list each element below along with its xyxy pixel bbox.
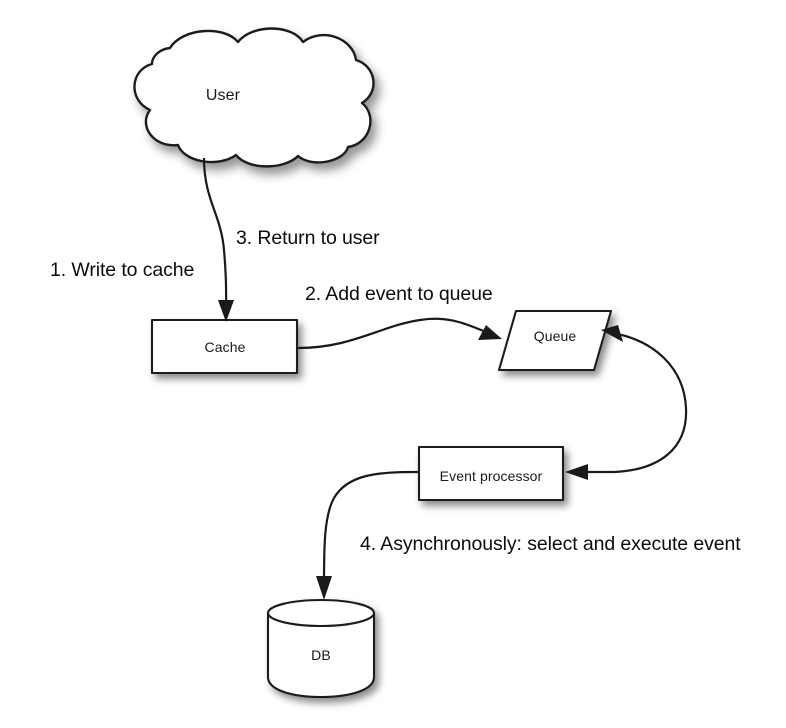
node-label-user: User: [205, 87, 241, 104]
step-label-3: 3. Return to user: [236, 227, 380, 249]
node-queue[interactable]: [497, 309, 613, 372]
edge-user-to-cache: [202, 157, 234, 322]
cache-rect: [150, 318, 299, 375]
node-label-db: DB: [311, 647, 331, 663]
cloud-shape: [133, 27, 375, 168]
arrowhead-into-cache: [218, 300, 234, 322]
db-cylinder-body: [266, 612, 376, 699]
edge-queue-processor-loop: [565, 325, 688, 480]
edge-cache-to-queue-line: [297, 317, 487, 350]
node-user[interactable]: [133, 27, 375, 168]
step-label-4: 4. Asynchronously: select and execute ev…: [360, 533, 741, 555]
edge-cache-to-queue: [297, 317, 502, 350]
node-label-cache: Cache: [204, 339, 246, 355]
node-cache[interactable]: [150, 318, 299, 375]
edge-processor-to-db-line: [322, 470, 419, 586]
arrowhead-into-queue-right: [601, 325, 623, 342]
arrowhead-into-event-processor: [565, 464, 588, 480]
node-label-queue: Queue: [533, 328, 577, 344]
arrowhead-into-queue: [478, 325, 502, 340]
node-event-processor[interactable]: [417, 445, 565, 502]
edge-user-to-cache-line: [202, 157, 228, 310]
arrowhead-into-db: [316, 576, 332, 600]
node-db[interactable]: [266, 598, 376, 699]
event-processor-rect: [417, 445, 565, 502]
queue-parallelogram: [497, 309, 613, 372]
edge-queue-processor-line: [586, 332, 688, 474]
node-label-event-processor: Event processor: [439, 468, 543, 484]
step-label-1: 1. Write to cache: [50, 259, 195, 281]
step-label-2: 2. Add event to queue: [305, 283, 493, 305]
edge-processor-to-db: [316, 470, 419, 600]
db-cylinder-top: [266, 598, 376, 628]
